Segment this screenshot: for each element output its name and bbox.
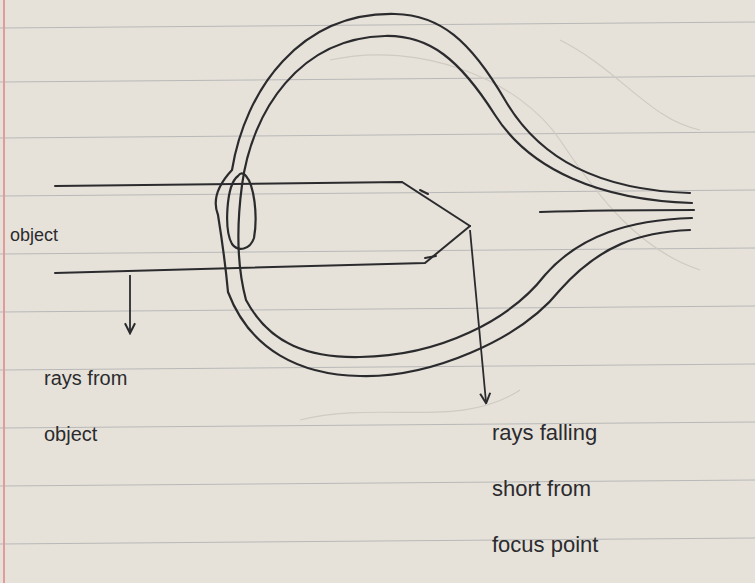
handwritten-label: rays from object (44, 350, 174, 462)
eye-outline (216, 14, 694, 376)
handwritten-label: object (10, 224, 130, 246)
show-through (300, 40, 700, 420)
leader-arrows (130, 230, 486, 402)
paper-lines (0, 22, 755, 544)
light-rays (55, 182, 470, 273)
margin-line (3, 0, 5, 583)
handwritten-label: rays falling short from focus point (492, 405, 637, 573)
